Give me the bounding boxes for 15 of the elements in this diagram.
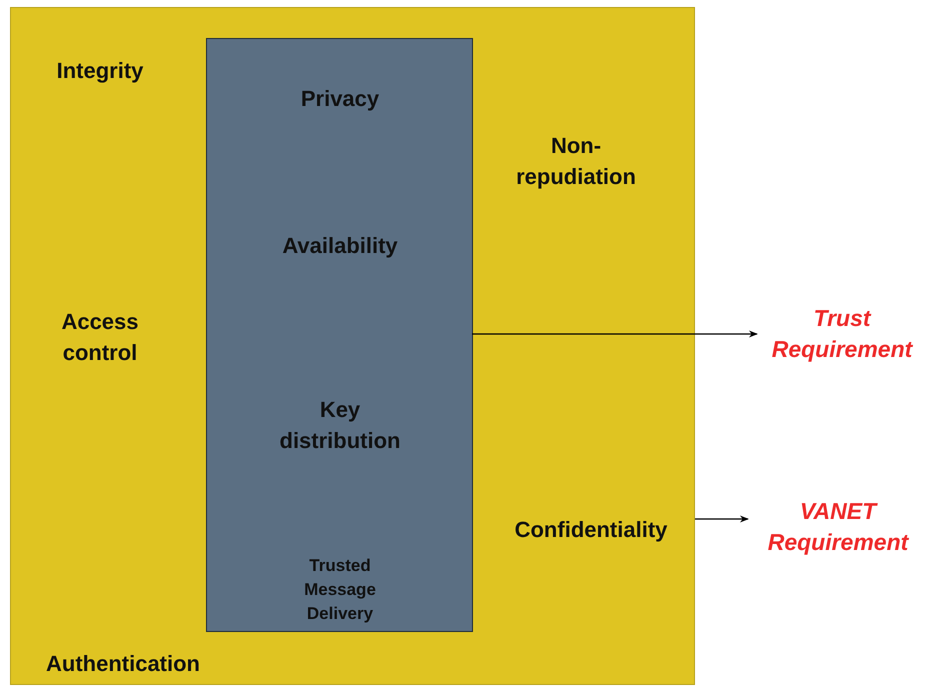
inner-box	[206, 38, 473, 632]
arrow	[695, 515, 749, 523]
requirement-text: Trusted Message Delivery	[303, 555, 377, 625]
arrow	[472, 330, 758, 338]
requirement-text: Confidentiality	[514, 516, 668, 544]
requirement-text: Non-repudiation	[515, 132, 637, 191]
requirement-text: Access control	[60, 308, 140, 367]
requirement-text: Availability	[281, 232, 399, 260]
outer-box	[10, 7, 695, 685]
requirement-text: Authentication	[45, 650, 201, 678]
requirement-text: Key distribution	[278, 396, 402, 455]
requirement-label: VANET Requirement	[748, 496, 928, 558]
requirement-text: Privacy	[300, 85, 380, 113]
requirement-text: Integrity	[56, 57, 144, 85]
requirement-label: Trust Requirement	[757, 303, 927, 365]
